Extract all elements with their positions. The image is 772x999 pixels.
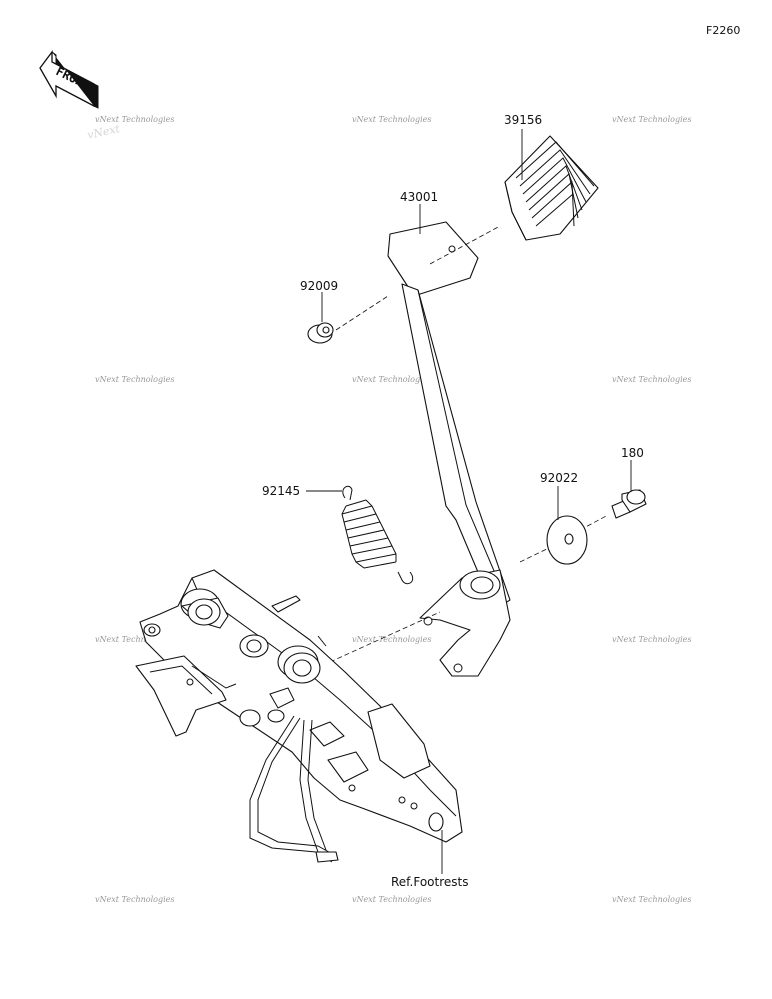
- footrest-bracket: [135, 569, 463, 863]
- reference-label: Ref.Footrests: [391, 875, 468, 889]
- part-number-label: 92022: [540, 471, 578, 485]
- watermark: vNext Technologies: [352, 115, 431, 124]
- watermark: vNext Technologies: [95, 115, 174, 124]
- part-number-label: 180: [621, 446, 644, 460]
- watermark: vNext Technologies: [95, 635, 174, 644]
- watermark: vNext Technologies: [612, 115, 691, 124]
- svg-text:vNext: vNext: [86, 122, 122, 142]
- bolt: [611, 489, 647, 519]
- part-number-label: 43001: [400, 190, 438, 204]
- part-number-label: 39156: [504, 113, 542, 127]
- nut: [307, 322, 334, 344]
- part-number-label: 92145: [262, 484, 300, 498]
- watermark: vNext Technologies: [95, 375, 174, 384]
- watermark: vNext Technologies: [352, 635, 431, 644]
- front-arrow-icon: FRONT: [39, 50, 99, 109]
- return-spring: [341, 485, 414, 585]
- watermark: vNext Technologies: [352, 375, 431, 384]
- leader-lines: [306, 129, 632, 874]
- watermark: vNext Technologies: [352, 895, 431, 904]
- watermark: vNext Technologies: [95, 895, 174, 904]
- watermark: vNext Technologies: [612, 635, 691, 644]
- watermark: vNext Technologies: [612, 375, 691, 384]
- figure-code: F2260: [706, 24, 740, 37]
- washer: [546, 515, 588, 565]
- watermark: vNext Technologies: [612, 895, 691, 904]
- brake-pedal: [387, 221, 511, 677]
- pedal-pad: [504, 135, 599, 241]
- part-number-label: 92009: [300, 279, 338, 293]
